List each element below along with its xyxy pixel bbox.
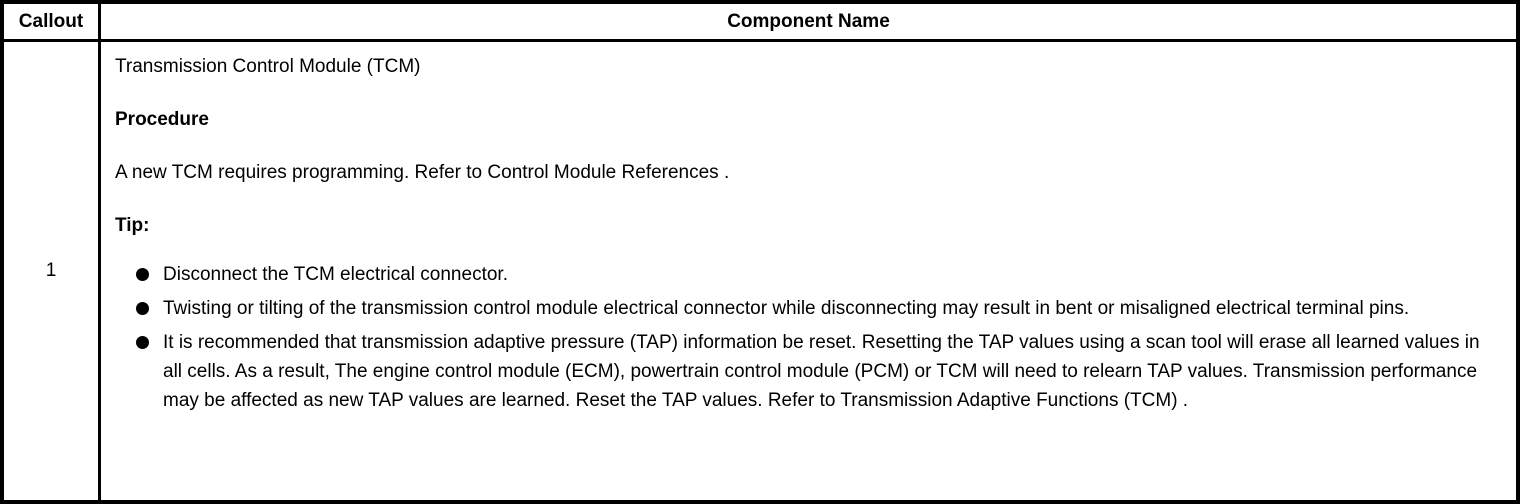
table-row: 1 Transmission Control Module (TCM) Proc… xyxy=(4,42,1516,500)
bullet-icon xyxy=(136,336,149,349)
tip-bullet-text: Twisting or tilting of the transmission … xyxy=(163,298,1410,319)
tip-bullet-list: Disconnect the TCM electrical connector.… xyxy=(115,260,1502,415)
bullet-icon xyxy=(136,302,149,315)
header-cell-callout: Callout xyxy=(4,4,101,39)
tip-bullet-text: It is recommended that transmission adap… xyxy=(163,332,1480,411)
tip-bullet-text: Disconnect the TCM electrical connector. xyxy=(163,264,508,285)
component-title: Transmission Control Module (TCM) xyxy=(115,56,421,77)
table-header-row: Callout Component Name xyxy=(4,4,1516,42)
procedure-text: A new TCM requires programming. Refer to… xyxy=(115,162,730,183)
list-item: Twisting or tilting of the transmission … xyxy=(136,294,1502,323)
procedure-heading: Procedure xyxy=(115,109,209,130)
callout-number: 1 xyxy=(45,260,57,281)
component-name-column-header: Component Name xyxy=(727,10,890,32)
tip-heading: Tip: xyxy=(115,215,150,236)
bullet-icon xyxy=(136,268,149,281)
header-cell-component-name: Component Name xyxy=(101,4,1516,39)
callout-cell: 1 xyxy=(4,42,101,500)
component-name-cell: Transmission Control Module (TCM) Proced… xyxy=(101,42,1516,500)
callout-column-header: Callout xyxy=(18,10,84,32)
list-item: Disconnect the TCM electrical connector. xyxy=(136,260,1502,289)
list-item: It is recommended that transmission adap… xyxy=(136,328,1502,415)
